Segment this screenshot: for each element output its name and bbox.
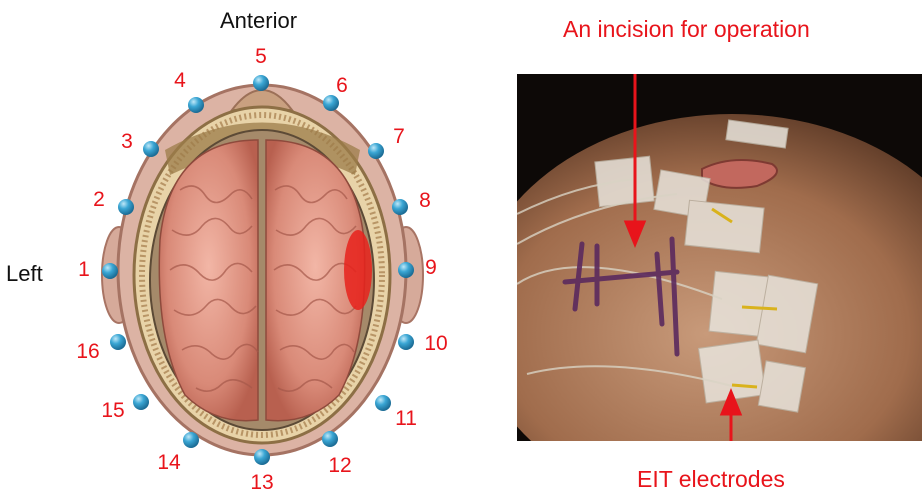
electrode-label-12: 12 xyxy=(328,454,351,478)
electrode-5 xyxy=(253,75,269,91)
head-cross-section xyxy=(0,0,500,494)
electrode-7 xyxy=(368,143,384,159)
photo-illustration xyxy=(517,74,922,441)
eit-electrodes-label: EIT electrodes xyxy=(637,466,785,493)
electrode-label-4: 4 xyxy=(174,69,186,93)
electrode-14 xyxy=(183,432,199,448)
left-label: Left xyxy=(6,261,43,287)
electrode-label-7: 7 xyxy=(393,125,405,149)
electrode-label-14: 14 xyxy=(157,451,180,475)
electrode-label-9: 9 xyxy=(425,256,437,280)
anterior-label: Anterior xyxy=(220,8,297,34)
head-diagram-panel: Anterior Left 1 2 3 4 5 6 7 8 9 10 11 12… xyxy=(0,0,500,494)
electrode-label-15: 15 xyxy=(101,399,124,423)
electrode-label-5: 5 xyxy=(255,45,267,69)
electrode-label-10: 10 xyxy=(424,332,447,356)
incision-label: An incision for operation xyxy=(563,16,810,43)
electrode-10 xyxy=(398,334,414,350)
electrode-15 xyxy=(133,394,149,410)
electrode-12 xyxy=(322,431,338,447)
electrode-1 xyxy=(102,263,118,279)
electrode-label-11: 11 xyxy=(395,407,417,431)
electrode-label-6: 6 xyxy=(336,74,348,98)
electrode-label-16: 16 xyxy=(76,340,99,364)
electrode-label-13: 13 xyxy=(250,471,273,495)
electrode-3 xyxy=(143,141,159,157)
surgical-photo xyxy=(517,74,922,441)
electrode-label-2: 2 xyxy=(93,188,105,212)
electrode-label-8: 8 xyxy=(419,189,431,213)
electrode-4 xyxy=(188,97,204,113)
electrode-9 xyxy=(398,262,414,278)
electrode-2 xyxy=(118,199,134,215)
electrode-8 xyxy=(392,199,408,215)
lesion-marker xyxy=(344,230,372,310)
electrode-13 xyxy=(254,449,270,465)
electrode-label-3: 3 xyxy=(121,130,133,154)
electrode-label-1: 1 xyxy=(78,258,90,282)
electrode-16 xyxy=(110,334,126,350)
electrode-11 xyxy=(375,395,391,411)
